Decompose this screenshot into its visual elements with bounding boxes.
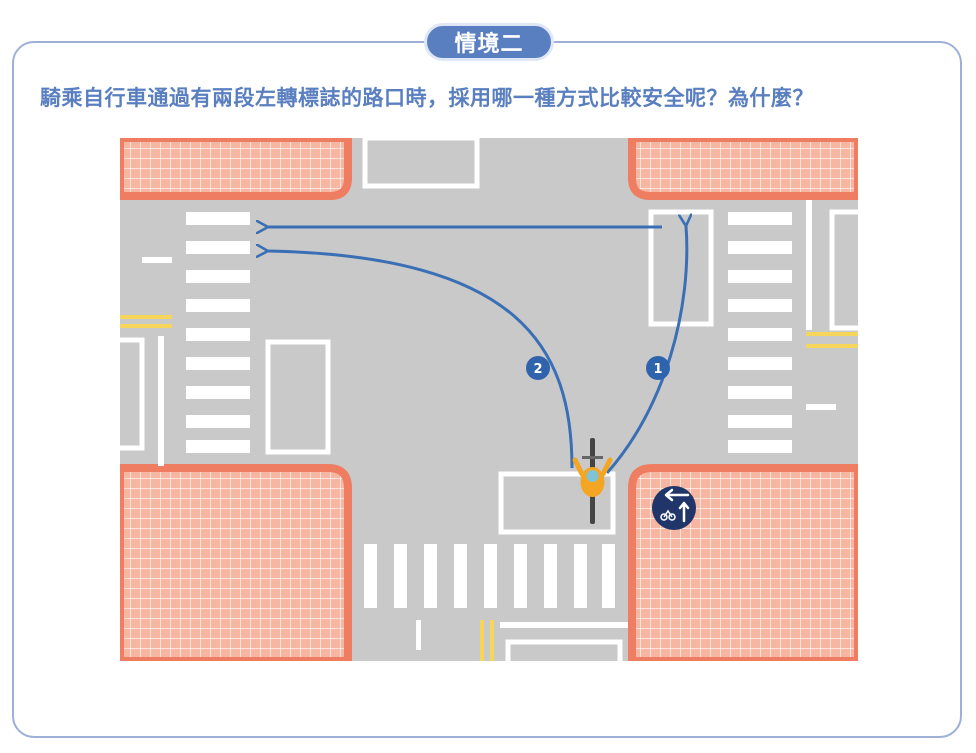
crosswalk-right: [728, 212, 792, 453]
left-stop-line: [158, 336, 164, 466]
right-edge-box: [829, 209, 858, 331]
right-stop-line: [806, 200, 812, 330]
yellow-line-right-2: [806, 344, 858, 348]
lane-dash-bottom: [416, 620, 421, 650]
scenario-badge: 情境二: [424, 23, 554, 61]
cyclist-icon: [572, 438, 613, 524]
crosswalk-left: [186, 212, 250, 453]
route-1-number: 1: [653, 362, 662, 377]
intersection-illustration: 1 2: [116, 134, 862, 665]
sidewalk-top-left: [116, 134, 352, 200]
left-waiting-box: [265, 339, 331, 455]
bottom-edge-box: [505, 639, 623, 661]
intersection-svg: 1 2: [116, 134, 862, 665]
bottom-waiting-box: [498, 471, 616, 535]
route-1-label: 1: [646, 356, 670, 380]
yellow-line-bottom-1: [480, 620, 484, 661]
yellow-line-left-1: [120, 315, 172, 319]
yellow-line-right-1: [806, 332, 858, 336]
crosswalk-bottom: [364, 544, 615, 608]
top-waiting-box: [362, 135, 480, 189]
route-2-number: 2: [533, 362, 542, 377]
two-stage-left-turn-sign-icon: [652, 486, 696, 530]
sidewalk-top-right: [628, 134, 862, 200]
yellow-line-left-2: [120, 324, 172, 328]
left-edge-box: [120, 337, 145, 451]
route-1-first-stage: [605, 226, 687, 474]
lane-dash-left: [142, 257, 172, 263]
route-2-direct: [268, 251, 574, 469]
question-text: 騎乘自行車通過有兩段左轉標誌的路口時，採用哪一種方式比較安全呢？為什麼？: [40, 86, 814, 110]
two-stage-waiting-box: [648, 209, 714, 327]
sidewalk-bottom-left: [116, 464, 352, 665]
bottom-stop-line: [500, 622, 628, 628]
yellow-line-bottom-2: [490, 620, 494, 661]
route-2-label: 2: [526, 356, 550, 380]
lane-dash-right: [806, 404, 836, 410]
